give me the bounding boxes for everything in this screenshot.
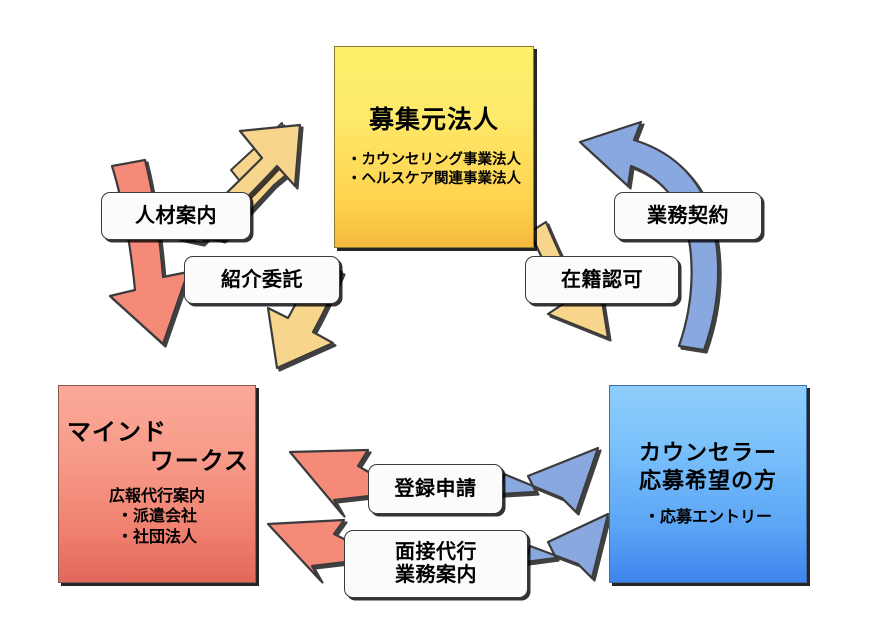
arrow-blue-up-right-2	[524, 512, 610, 580]
label-shokai-itaku[interactable]: 紹介委託	[184, 256, 340, 304]
node-left-title: マインド ワークス	[59, 419, 255, 477]
label-mensetsu-daiko[interactable]: 面接代行 業務案内	[344, 530, 528, 598]
node-top-sub: ・カウンセリング事業法人 ・ヘルスケア関連事業法人	[347, 151, 521, 189]
label-gyomu-keiyaku[interactable]: 業務契約	[614, 192, 762, 240]
node-left-sub-line-2: ・派遣会社	[116, 508, 197, 526]
node-right-title-line-1: カウンセラー	[638, 440, 777, 466]
node-left-sub-line-1: 広報代行案内	[108, 487, 205, 505]
node-top-sub-line-2: ・ヘルスケア関連事業法人	[347, 171, 521, 187]
node-left-sub-line-3: ・社団法人	[116, 529, 197, 547]
arrow-salmon-down-left	[108, 158, 190, 346]
node-right-title-line-2: 応募希望の方	[638, 467, 777, 493]
label-mensetsu-line-2: 業務案内	[395, 564, 477, 586]
arrow-salmon-up-left-1	[288, 448, 374, 516]
node-left-title-line-2: ワークス	[149, 447, 249, 475]
node-right-sub-line-1: ・応募エントリー	[643, 509, 772, 527]
label-toroku-shinsei[interactable]: 登録申請	[368, 464, 503, 514]
arrow-blue-up-right-1	[498, 446, 600, 514]
label-zaiseki-ninka[interactable]: 在籍認可	[525, 256, 679, 304]
node-right-sub: ・応募エントリー	[644, 508, 772, 529]
node-top-sub-line-1: ・カウンセリング事業法人	[347, 152, 521, 169]
arrow-salmon-up-left-2	[266, 518, 352, 582]
node-right-title: カウンセラー 応募希望の方	[639, 439, 777, 494]
node-top-title: 募集元法人	[368, 106, 499, 135]
node-boshumoto-hojin[interactable]: 募集元法人 ・カウンセリング事業法人 ・ヘルスケア関連事業法人	[334, 46, 534, 248]
node-left-sub: 広報代行案内 ・派遣会社 ・社団法人	[109, 487, 205, 549]
node-left-title-line-1: マインド	[67, 419, 167, 446]
label-mensetsu-line-1: 面接代行	[395, 541, 477, 563]
arrow-blue-up-left	[578, 120, 720, 352]
node-mind-works[interactable]: マインド ワークス 広報代行案内 ・派遣会社 ・社団法人	[58, 385, 256, 583]
node-counselor-applicant[interactable]: カウンセラー 応募希望の方 ・応募エントリー	[609, 385, 807, 583]
label-jinzai-annai[interactable]: 人材案内	[101, 192, 251, 240]
